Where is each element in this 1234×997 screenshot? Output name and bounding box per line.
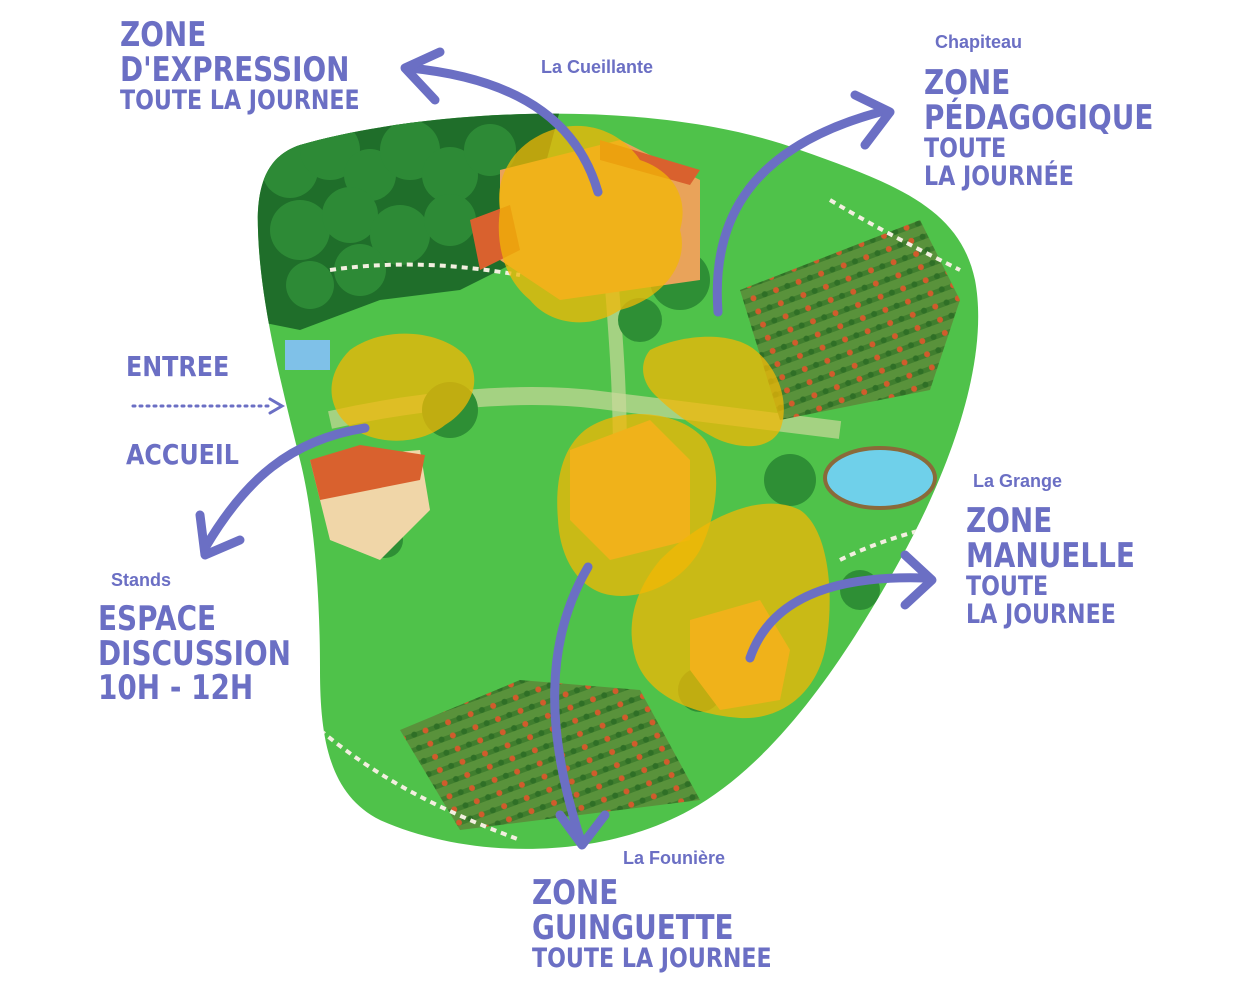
zone-discussion-time: 10H - 12H bbox=[98, 668, 254, 709]
zone-expression-time: TOUTE LA JOURNEE bbox=[120, 85, 360, 117]
zone-expression-title: ZONE bbox=[120, 15, 207, 55]
highlight-zones bbox=[331, 125, 830, 719]
label-fourniere: La Founière bbox=[623, 848, 726, 868]
zone-pedagogique-time1: TOUTE bbox=[924, 133, 1007, 165]
zone-guinguette: ZONE GUINGUETTE TOUTE LA JOURNEE bbox=[532, 876, 772, 973]
zone-manuelle: ZONE MANUELLE TOUTE LA JOURNEE bbox=[966, 504, 1135, 628]
zone-manuelle-time1: TOUTE bbox=[966, 571, 1049, 603]
label-grange: La Grange bbox=[973, 471, 1063, 491]
arrow-icon-expression-head bbox=[400, 47, 445, 105]
zone-pedagogique-name: PÉDAGOGIQUE bbox=[924, 97, 1154, 138]
arrow-icon-guinguette bbox=[550, 562, 593, 843]
arrow-icon-pedagogique bbox=[712, 107, 885, 317]
zone-pedagogique-title: ZONE bbox=[924, 63, 1011, 103]
zone-manuelle-name: MANUELLE bbox=[966, 535, 1135, 576]
label-chapiteau: Chapiteau bbox=[935, 32, 1023, 52]
zone-manuelle-title: ZONE bbox=[966, 501, 1053, 541]
arrow-icon-pedagogique-head bbox=[850, 90, 895, 150]
label-stands: Stands bbox=[111, 570, 172, 590]
zone-guinguette-name: GUINGUETTE bbox=[532, 907, 734, 948]
arrow-icon-guinguette-head bbox=[555, 810, 610, 850]
arrow-icon-manuelle-head bbox=[900, 550, 937, 610]
zone-expression-name: D'EXPRESSION bbox=[120, 49, 350, 90]
zone-discussion-name: DISCUSSION bbox=[98, 633, 292, 674]
arrow-icon-manuelle bbox=[745, 573, 930, 663]
highlight-grange bbox=[631, 503, 830, 719]
zone-pedagogique-time2: LA JOURNÉE bbox=[924, 160, 1074, 192]
zone-pedagogique: ZONE PÉDAGOGIQUE TOUTE LA JOURNÉE bbox=[924, 66, 1153, 190]
zone-discussion: ESPACE DISCUSSION 10H - 12H bbox=[98, 602, 291, 706]
zone-guinguette-time: TOUTE LA JOURNEE bbox=[532, 943, 772, 975]
label-entree: ENTREE bbox=[126, 350, 230, 383]
zone-manuelle-time2: LA JOURNEE bbox=[966, 598, 1116, 630]
highlight-accueil bbox=[331, 333, 475, 441]
highlight-chapiteau bbox=[643, 336, 784, 447]
zone-expression: ZONE D'EXPRESSION TOUTE LA JOURNEE bbox=[120, 18, 360, 115]
zone-guinguette-title: ZONE bbox=[532, 873, 619, 913]
arrow-icon-discussion-head bbox=[195, 510, 245, 560]
arrow-icon-expression bbox=[405, 63, 603, 197]
highlight-cueillante bbox=[498, 125, 683, 323]
label-cueillante: La Cueillante bbox=[541, 57, 654, 77]
arrow-icon-discussion bbox=[200, 423, 370, 553]
label-accueil: ACCUEIL bbox=[126, 438, 239, 471]
zone-discussion-title: ESPACE bbox=[98, 599, 217, 639]
dotted-arrow-icon bbox=[131, 397, 285, 415]
